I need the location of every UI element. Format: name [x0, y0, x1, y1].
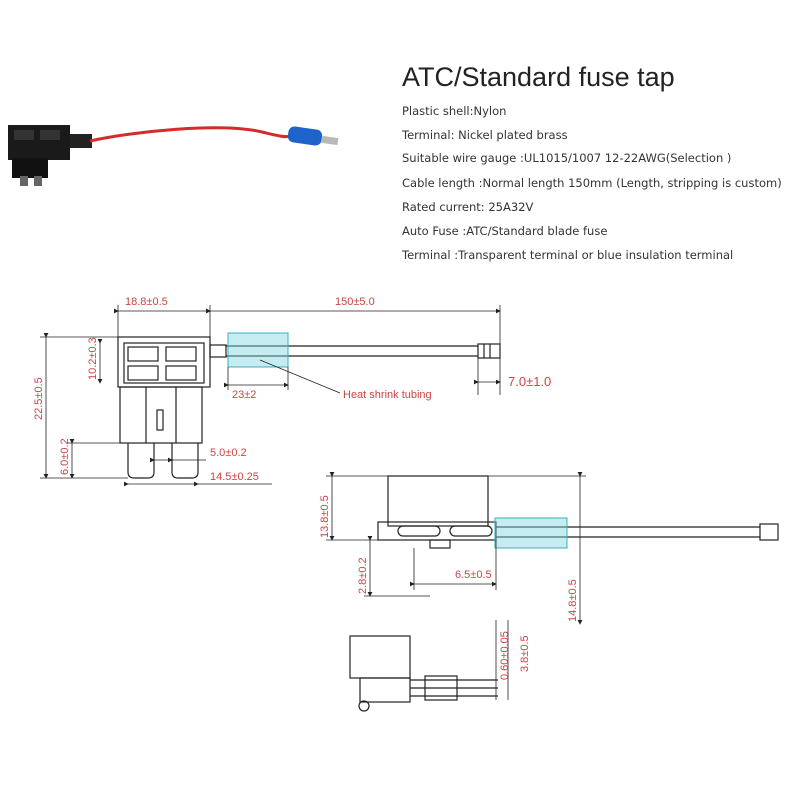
dim-blade-thickness: 0.60±0.05 [499, 631, 511, 680]
dim-side-offset: 2.8±0.2 [357, 557, 369, 594]
page-title: ATC/Standard fuse tap [402, 62, 675, 92]
spec-terminal-type: Terminal :Transparent terminal or blue i… [402, 248, 734, 262]
dim-blade-span: 3.8±0.5 [519, 635, 531, 672]
dim-top-width: 18.8±0.5 [125, 296, 168, 308]
spec-plastic-shell: Plastic shell:Nylon [402, 104, 507, 118]
blue-terminal [287, 126, 339, 146]
dim-tubing-length: 23±2 [232, 389, 256, 401]
heat-shrink-highlight [227, 332, 289, 368]
spec-terminal: Terminal: Nickel plated brass [402, 128, 568, 142]
spec-wire-gauge: Suitable wire gauge :UL1015/1007 12-22AW… [402, 151, 732, 165]
side-dimension-lines [326, 472, 586, 625]
spec-rated-current: Rated current: 25A32V [402, 200, 534, 214]
dim-total-height: 22.5±0.5 [33, 377, 45, 420]
spec-auto-fuse: Auto Fuse :ATC/Standard blade fuse [402, 224, 608, 238]
red-wire [89, 126, 293, 143]
end-dimension-lines [495, 620, 509, 700]
spec-cable-length: Cable length :Normal length 150mm (Lengt… [402, 176, 782, 190]
dim-blade-height: 6.0±0.2 [59, 438, 71, 475]
dim-terminal-length: 7.0±1.0 [508, 374, 551, 389]
end-view [349, 635, 498, 712]
side-heat-shrink-highlight [494, 517, 568, 549]
dim-socket-height: 10.2±0.3 [87, 337, 99, 380]
front-view [117, 336, 501, 479]
dim-side-total: 14.8±0.5 [567, 579, 579, 622]
dim-cable-length: 150±5.0 [335, 296, 375, 308]
front-dimension-lines [40, 305, 501, 487]
dim-side-blade: 6.5±0.5 [455, 569, 492, 581]
label-heat-shrink: Heat shrink tubing [343, 389, 432, 401]
fuse-tap-body [8, 125, 92, 186]
dim-side-height: 13.8±0.5 [319, 495, 331, 538]
dim-bottom-width: 14.5±0.25 [210, 471, 259, 483]
side-view [377, 475, 779, 549]
dim-blade-gap: 5.0±0.2 [210, 447, 247, 459]
